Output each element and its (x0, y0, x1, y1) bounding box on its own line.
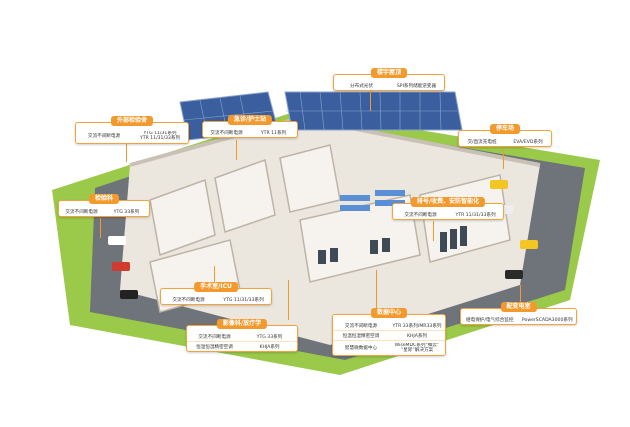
callout-outpatient: 外部检验舍 交流不间断电源 YTG 11/31系列 YTR 11/31/33系列 (75, 116, 189, 144)
leader-queue (433, 221, 434, 241)
callout-cell: 交流不间断电源 (404, 212, 437, 218)
callout-row: 恒温恒湿精密空调 KHJA系列 (333, 331, 445, 341)
callout-title: 急诊/护士站 (227, 115, 273, 125)
callout-cell: 分布式光伏 (350, 83, 373, 89)
callout-cell: EVA/EVD系列 (513, 139, 543, 145)
callout-row: 交流不间断电源 YTR 33系列/MR33系列 (333, 321, 445, 331)
datacenter-racks (318, 226, 467, 264)
leader-emergency (236, 140, 237, 160)
callout-cell: 交流不间断电源 (87, 134, 121, 139)
callout-row: 分布式光伏 SPI系列储能逆变器 (334, 81, 444, 90)
waiting-seats (340, 190, 405, 211)
callout-title: 数据中心 (370, 308, 408, 318)
callout-title: 检验科 (88, 194, 120, 204)
leader-datacenter (376, 270, 377, 310)
callout-rooftop: 楼宇屋顶 分布式光伏 SPI系列储能逆变器 (333, 68, 445, 91)
callout-title: 配变电室 (500, 302, 537, 312)
callout-cell: YTR 11系列 (260, 130, 287, 136)
callout-row: 继电保护/电气综合监控 PowerSCADA3000系列 (461, 315, 576, 324)
callout-row: 交流不间断电源 YTG 33系列 (59, 207, 149, 216)
callout-cell: 智慧微数据中心 (344, 346, 378, 351)
parked-cars (108, 180, 538, 299)
callout-queue: 排号/收费、安防智能化 交流不间断电源 YTR 11/31/33系列 (392, 197, 504, 220)
callout-title: 影像科/放疗学 (216, 319, 268, 329)
callout-cell: YTG 11/31/33系列 (223, 297, 264, 303)
callout-cell: KHJA系列 (259, 344, 280, 350)
leader-outpatient (126, 144, 127, 162)
callout-lab: 检验科 交流不间断电源 YTG 33系列 (58, 194, 150, 217)
callout-cell: 交流不间断电源 (344, 323, 378, 329)
callout-cell: YTG 33系列 (256, 334, 283, 340)
callout-cell: PowerSCADA3000系列 (521, 317, 573, 323)
callout-cell: 交流不间断电源 (172, 297, 205, 303)
callout-cell: YTR 33系列/MR33系列 (392, 323, 442, 329)
callout-cell: WiseMDC系列“蜂云” “星际”解决方案 (394, 343, 440, 353)
leader-imaging (288, 280, 289, 320)
callout-row: 交流不间断电源 YTG 11/31系列 YTR 11/31/33系列 (76, 129, 188, 143)
callout-power: 配变电室 继电保护/电气综合监控 PowerSCADA3000系列 (460, 302, 577, 325)
callout-cell: 恒温恒湿精密空调 (196, 344, 233, 350)
callout-title: 外部检验舍 (110, 116, 154, 126)
callout-cell: 交流不间断电源 (198, 334, 231, 340)
callout-title: 排号/收费、安防智能化 (410, 197, 486, 207)
leader-rooftop (370, 91, 371, 111)
callout-cell: 交/直流充电桩 (467, 139, 497, 145)
callout-row: 智慧微数据中心 WiseMDC系列“蜂云” “星际”解决方案 (333, 341, 445, 355)
leader-surgery (214, 266, 215, 284)
callout-cell: YTG 11/31系列 YTR 11/31/33系列 (139, 131, 181, 141)
callout-cell: KHJA系列 (406, 333, 428, 339)
leader-parking (503, 149, 504, 169)
callout-emergency: 急诊/护士站 交流不间断电源 YTR 11系列 (202, 115, 298, 138)
callout-title: 楼宇屋顶 (370, 68, 408, 78)
callout-cell: YTG 33系列 (113, 209, 140, 215)
callout-surgery: 手术室/ICU 交流不间断电源 YTG 11/31/33系列 (160, 282, 272, 305)
callout-cell: 恒温恒湿精密空调 (342, 333, 380, 339)
callout-row: 交流不间断电源 YTG 11/31/33系列 (161, 295, 271, 304)
callout-cell: SPI系列储能逆变器 (396, 83, 437, 89)
callout-row: 交流不间断电源 YTG 33系列 (187, 332, 297, 342)
callout-cell: 继电保护/电气综合监控 (466, 317, 514, 323)
callout-cell: 交流不间断电源 (65, 209, 98, 215)
callout-parking: 停车场 交/直流充电桩 EVA/EVD系列 (458, 124, 552, 147)
callout-imaging: 影像科/放疗学 交流不间断电源 YTG 33系列 恒温恒湿精密空调 KHJA系列 (186, 319, 298, 352)
callout-datacenter: 数据中心 交流不间断电源 YTR 33系列/MR33系列 恒温恒湿精密空调 KH… (332, 308, 446, 356)
callout-row: 交流不间断电源 YTR 11系列 (203, 128, 297, 137)
callout-cell: YTR 11/31/33系列 (455, 212, 496, 218)
callout-row: 交流不间断电源 YTR 11/31/33系列 (393, 210, 503, 219)
leader-power (520, 285, 521, 305)
callout-row: 交/直流充电桩 EVA/EVD系列 (459, 137, 551, 146)
callout-cell: 交流不间断电源 (210, 130, 243, 136)
callout-title: 停车场 (489, 124, 521, 134)
leader-lab (100, 218, 101, 238)
callout-row: 恒温恒湿精密空调 KHJA系列 (187, 342, 297, 351)
callout-title: 手术室/ICU (194, 282, 238, 292)
